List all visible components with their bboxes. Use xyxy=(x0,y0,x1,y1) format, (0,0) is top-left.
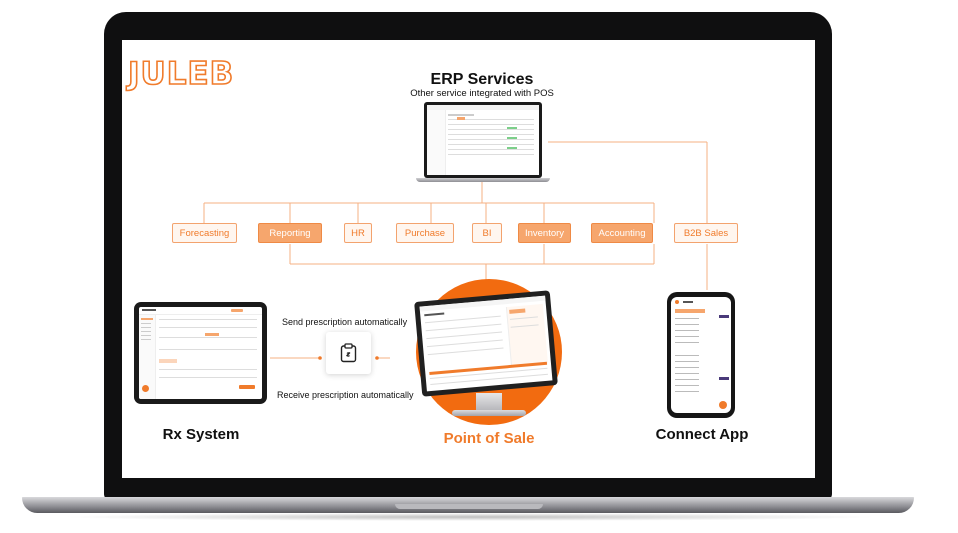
connect-app-phone xyxy=(667,292,735,418)
pos-monitor-foot xyxy=(452,410,526,416)
clipboard-link-icon xyxy=(340,343,357,363)
erp-services-subtitle: Other service integrated with POS xyxy=(410,88,554,99)
erp-services-title: ERP Services xyxy=(430,71,534,88)
service-hr: HR xyxy=(344,223,372,243)
pos-monitor-stand xyxy=(476,393,502,411)
connect-app-caption: Connect App xyxy=(655,426,749,443)
service-forecasting: Forecasting xyxy=(172,223,237,243)
receive-prescription-text: Receive prescription automatically xyxy=(277,390,414,400)
service-inventory: Inventory xyxy=(518,223,571,243)
point-of-sale-caption: Point of Sale xyxy=(443,430,535,447)
service-reporting: Reporting xyxy=(258,223,322,243)
service-b2b-sales: B2B Sales xyxy=(674,223,738,243)
laptop-shadow xyxy=(60,513,880,521)
rx-system-caption: Rx System xyxy=(162,426,240,443)
erp-laptop-screen xyxy=(424,102,542,178)
send-prescription-text: Send prescription automatically xyxy=(282,317,408,327)
connector-lines xyxy=(203,141,708,360)
erp-laptop-base xyxy=(416,178,550,182)
service-purchase: Purchase xyxy=(396,223,454,243)
laptop-notch xyxy=(395,504,543,509)
juleb-logo: JULEB xyxy=(127,55,235,93)
service-bi: BI xyxy=(472,223,502,243)
rx-tablet xyxy=(134,302,267,404)
prescription-sync-card xyxy=(326,332,371,374)
service-accounting: Accounting xyxy=(591,223,653,243)
pos-monitor xyxy=(414,290,558,397)
diagram-screen: JULEB ERP Services Other service integra… xyxy=(122,40,815,478)
